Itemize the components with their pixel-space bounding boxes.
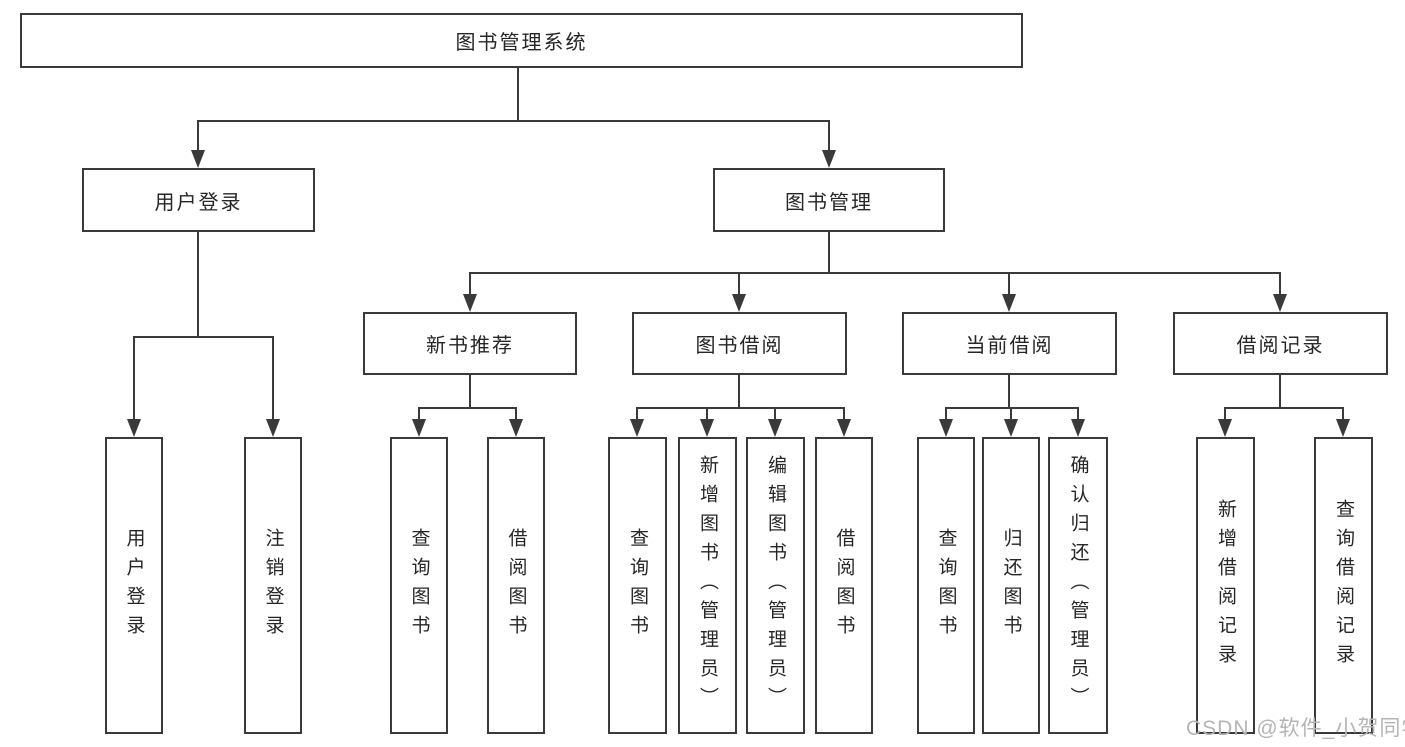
connector-line <box>515 407 517 422</box>
connector-line <box>774 407 776 422</box>
connector-line <box>636 407 638 422</box>
node-label: 查询借阅记录 <box>1333 498 1354 673</box>
node-user-login: 用户登录 <box>82 168 315 232</box>
connector-line <box>828 232 830 274</box>
node-label: 查询图书 <box>408 527 430 644</box>
arrow-down-icon <box>127 419 141 437</box>
connector-line <box>517 68 519 120</box>
connector-line <box>1010 407 1012 422</box>
node-borrow-records: 借阅记录 <box>1173 312 1388 375</box>
node-label: 新增图书（管理员） <box>697 455 718 716</box>
connector-line <box>133 336 274 338</box>
node-label: 图书借阅 <box>695 335 784 357</box>
connector-line <box>1342 407 1344 422</box>
connector-line <box>738 272 740 298</box>
arrow-down-icon <box>768 419 782 437</box>
arrow-down-icon <box>1071 419 1085 437</box>
connector-line <box>197 232 199 338</box>
node-label: 注销登录 <box>262 527 284 644</box>
leaf-query-books-recommend: 查询图书 <box>390 437 448 734</box>
connector-line <box>418 407 517 409</box>
leaf-add-book-admin: 新增图书（管理员） <box>678 437 737 734</box>
connector-line <box>469 272 471 298</box>
watermark: CSDN @软件_小贺同学 <box>1186 717 1405 740</box>
arrow-down-icon <box>1004 419 1018 437</box>
connector-line <box>706 407 708 422</box>
node-label: 图书管理 <box>785 191 873 214</box>
node-new-book-recommend: 新书推荐 <box>363 312 577 375</box>
arrow-down-icon <box>939 419 953 437</box>
connector-line <box>945 407 947 422</box>
arrow-down-icon <box>191 150 205 168</box>
connector-line <box>1279 272 1281 298</box>
node-label: 用户登录 <box>154 191 243 214</box>
connector-line <box>469 272 1281 274</box>
connector-line <box>197 120 830 122</box>
leaf-query-books-current: 查询图书 <box>917 437 975 734</box>
connector-line <box>636 407 845 409</box>
arrow-down-icon <box>1336 419 1350 437</box>
node-label: 借阅图书 <box>505 527 527 644</box>
connector-line <box>828 120 830 153</box>
connector-line <box>197 120 199 153</box>
connector-line <box>945 407 1079 409</box>
connector-line <box>1077 407 1079 422</box>
leaf-logout: 注销登录 <box>244 437 302 734</box>
arrow-down-icon <box>509 419 523 437</box>
leaf-user-login: 用户登录 <box>105 437 163 734</box>
arrow-down-icon <box>630 419 644 437</box>
leaf-query-books-borrow: 查询图书 <box>608 437 667 734</box>
arrow-down-icon <box>463 294 477 312</box>
arrow-down-icon <box>822 150 836 168</box>
arrow-down-icon <box>1218 419 1232 437</box>
connector-line <box>1008 272 1010 298</box>
node-label: 图书管理系统 <box>455 32 588 54</box>
connector-line <box>418 407 420 422</box>
node-label: 新书推荐 <box>426 335 514 357</box>
leaf-add-borrow-record: 新增借阅记录 <box>1196 437 1255 734</box>
leaf-edit-book-admin: 编辑图书（管理员） <box>746 437 805 734</box>
arrow-down-icon <box>700 419 714 437</box>
arrow-down-icon <box>1002 294 1016 312</box>
leaf-confirm-return-admin: 确认归还（管理员） <box>1048 437 1108 734</box>
connector-line <box>272 336 274 422</box>
connector-line <box>738 375 740 409</box>
node-label: 借阅记录 <box>1236 335 1325 357</box>
connector-line <box>133 336 135 422</box>
node-label: 确认归还（管理员） <box>1067 455 1089 716</box>
arrow-down-icon <box>412 419 426 437</box>
node-current-borrow: 当前借阅 <box>902 312 1117 375</box>
leaf-borrow-books-borrow: 借阅图书 <box>815 437 873 734</box>
connector-line <box>469 375 471 409</box>
connector-line <box>1008 375 1010 409</box>
node-label: 编辑图书（管理员） <box>765 455 786 716</box>
node-label: 借阅图书 <box>833 527 855 644</box>
leaf-borrow-books-recommend: 借阅图书 <box>487 437 545 734</box>
arrow-down-icon <box>266 419 280 437</box>
connector-line <box>1279 375 1281 409</box>
node-label: 用户登录 <box>123 527 145 644</box>
leaf-query-borrow-record: 查询借阅记录 <box>1314 437 1373 734</box>
node-book-management: 图书管理 <box>713 168 945 232</box>
connector-line <box>1224 407 1344 409</box>
connector-line <box>1224 407 1226 422</box>
arrow-down-icon <box>1273 294 1287 312</box>
node-root: 图书管理系统 <box>20 13 1023 68</box>
node-book-borrow: 图书借阅 <box>632 312 847 375</box>
leaf-return-books: 归还图书 <box>982 437 1040 734</box>
node-label: 新增借阅记录 <box>1215 498 1236 673</box>
node-label: 查询图书 <box>935 527 957 644</box>
arrow-down-icon <box>732 294 746 312</box>
node-label: 查询图书 <box>627 527 648 644</box>
node-label: 当前借阅 <box>965 335 1054 357</box>
connector-line <box>843 407 845 422</box>
arrow-down-icon <box>837 419 851 437</box>
node-label: 归还图书 <box>1000 527 1022 644</box>
